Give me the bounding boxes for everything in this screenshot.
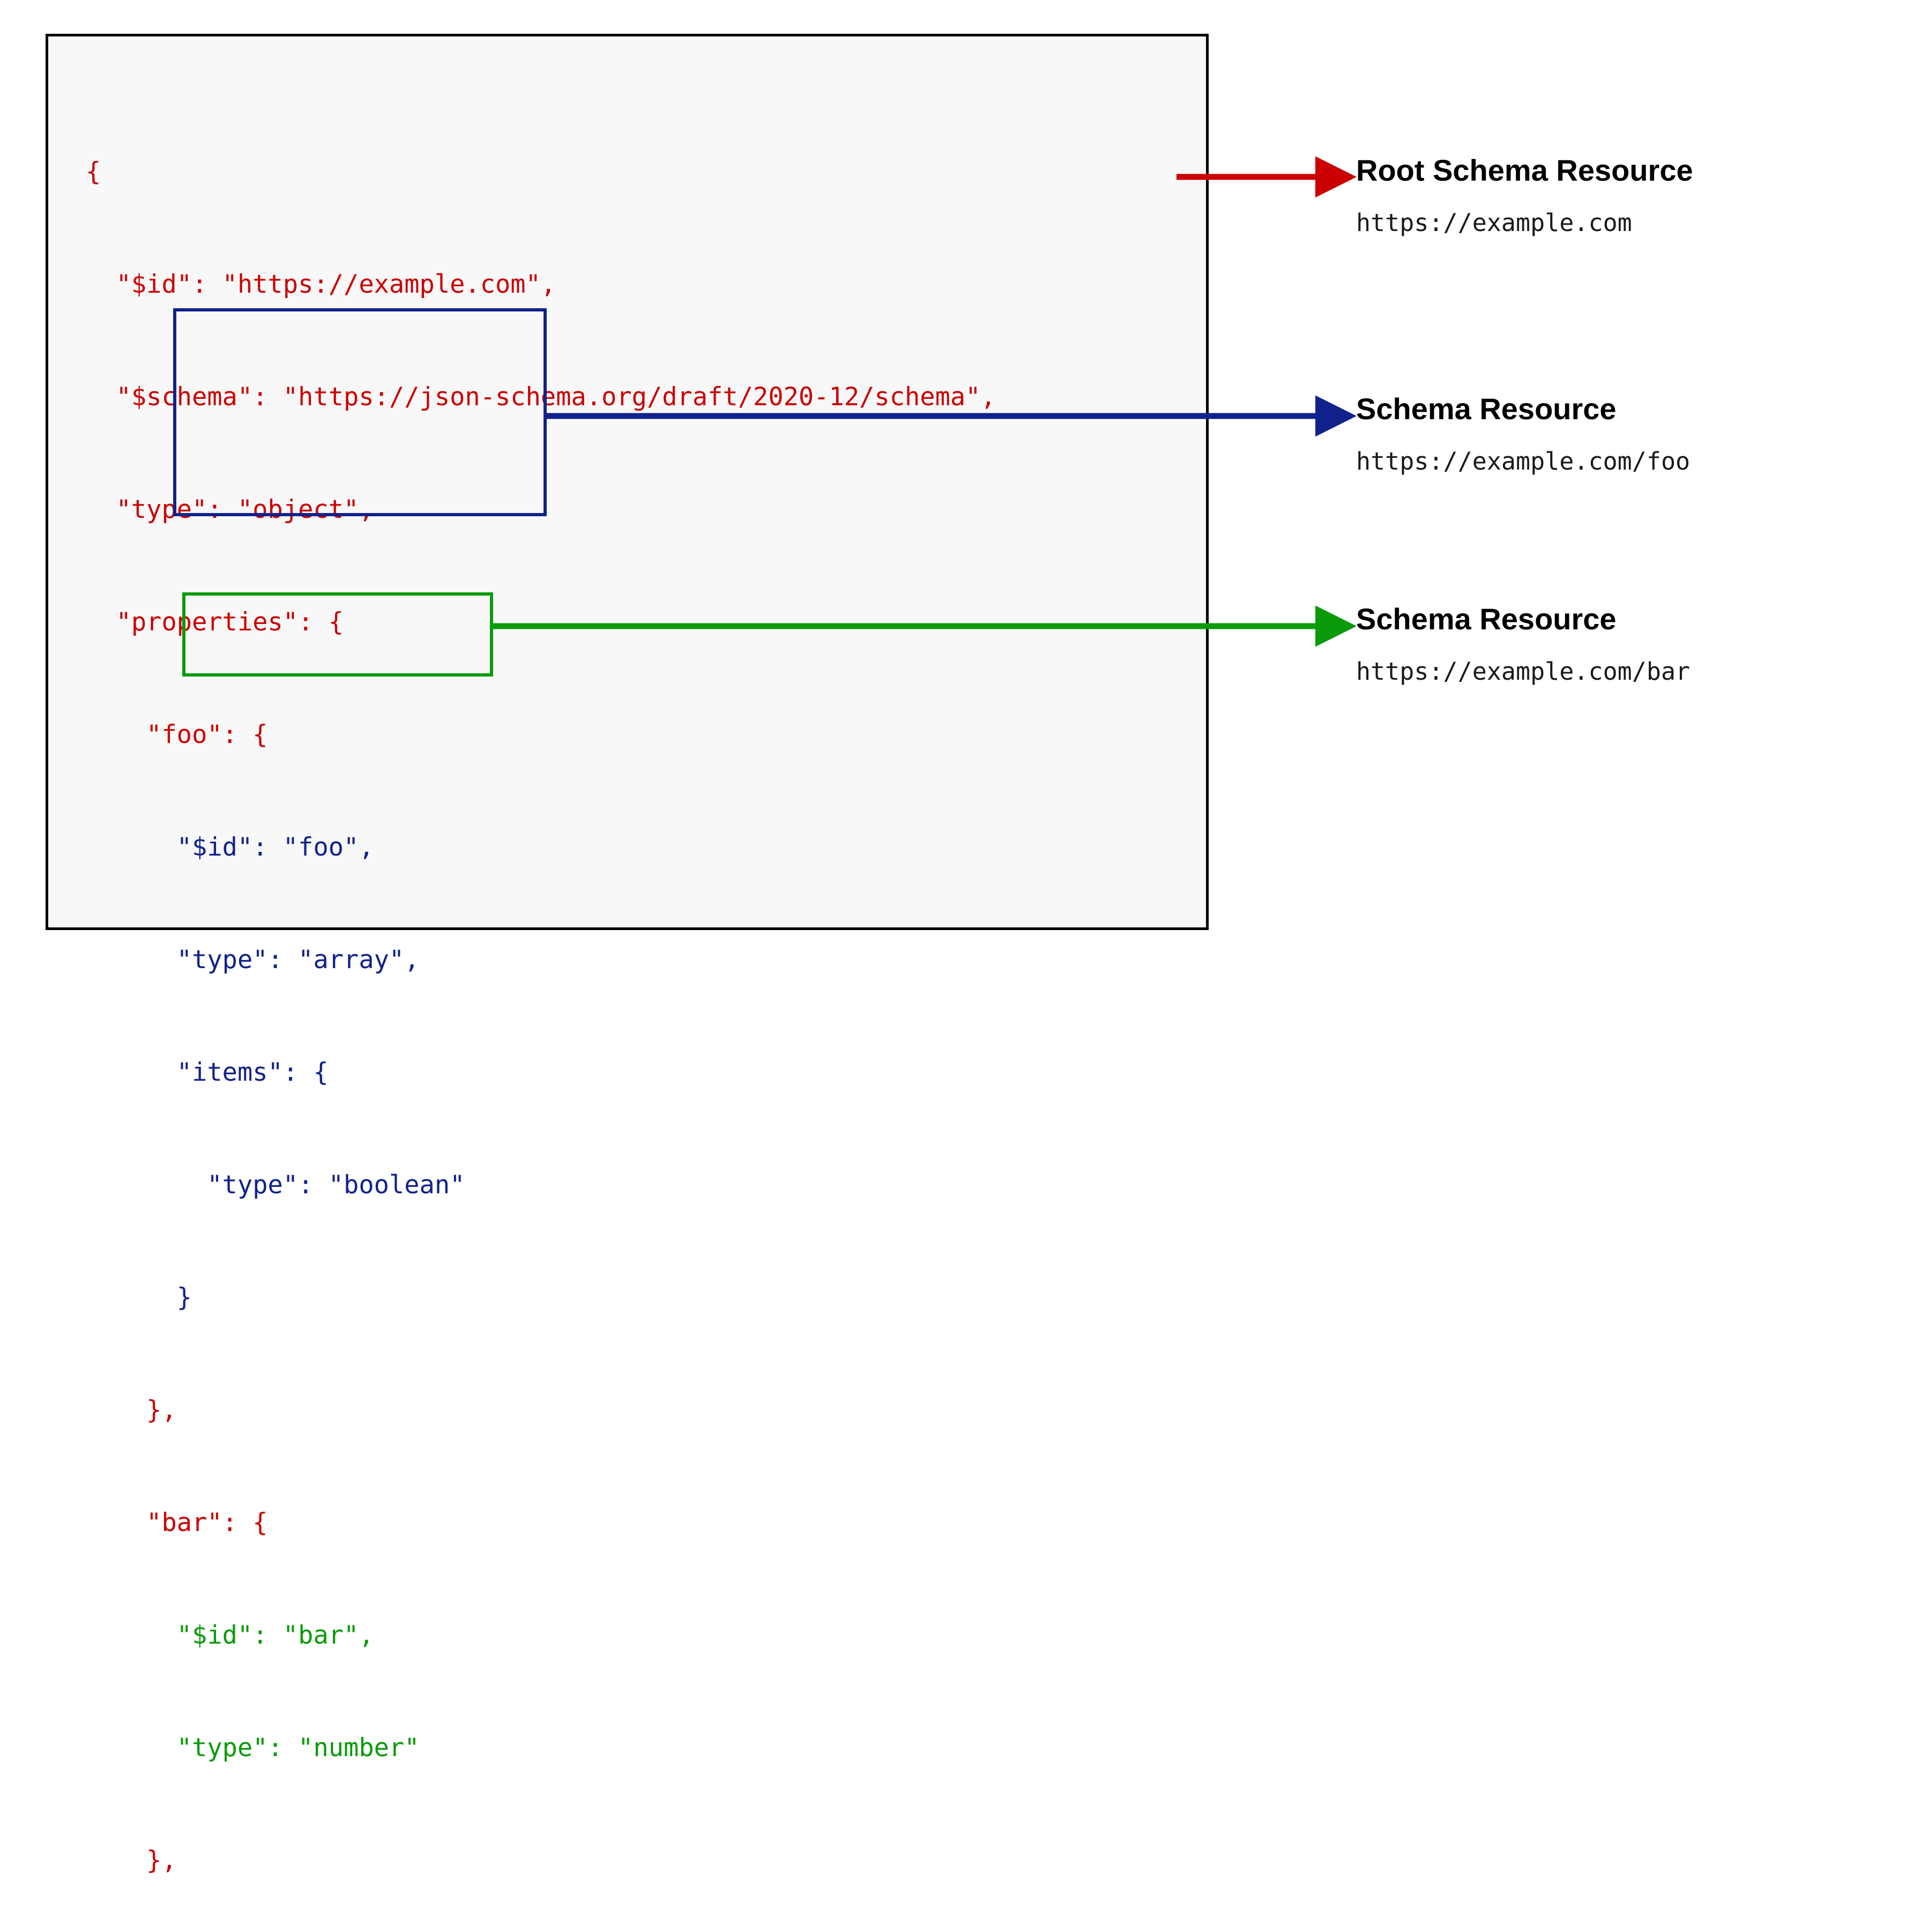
arrow-foo-schema-resource <box>544 395 1357 437</box>
code-line: "type": "object", <box>86 495 374 524</box>
code-line: "$id": "bar", <box>86 1621 374 1650</box>
code-line: "foo": { <box>86 720 268 749</box>
code-line: "type": "number" <box>86 1733 420 1763</box>
code-line: "$id": "foo", <box>86 833 374 862</box>
annotation-title: Schema Resource <box>1356 602 1617 636</box>
arrow-bar-schema-resource <box>490 605 1357 647</box>
json-code-block: { "$id": "https://example.com", "$schema… <box>86 78 996 1932</box>
annotation-root-schema-resource: Root Schema Resource https://example.com <box>1356 153 1693 239</box>
annotation-uri: https://example.com/foo <box>1356 447 1691 475</box>
annotation-bar-schema-resource: Schema Resource https://example.com/bar <box>1356 601 1690 687</box>
annotation-uri: https://example.com/bar <box>1356 657 1691 686</box>
code-line: "type": "array", <box>86 945 420 975</box>
code-line: "bar": { <box>86 1508 268 1537</box>
code-line: "type": "boolean" <box>86 1170 465 1200</box>
code-line: }, <box>86 1846 177 1875</box>
code-line: "$schema": "https://json-schema.org/draf… <box>86 382 996 412</box>
code-line: { <box>86 157 101 187</box>
code-line: }, <box>86 1395 177 1425</box>
json-code-panel: { "$id": "https://example.com", "$schema… <box>46 34 1209 1875</box>
annotation-foo-schema-resource: Schema Resource https://example.com/foo <box>1356 391 1690 477</box>
annotation-title: Schema Resource <box>1356 392 1617 426</box>
code-line: "$id": "https://example.com", <box>86 270 556 299</box>
code-line: "properties": { <box>86 607 344 637</box>
arrow-root-schema-resource <box>1177 156 1357 198</box>
code-line: "items": { <box>86 1058 329 1087</box>
annotation-uri: https://example.com <box>1356 209 1632 237</box>
code-line: } <box>86 1283 192 1312</box>
annotation-title: Root Schema Resource <box>1356 153 1693 187</box>
